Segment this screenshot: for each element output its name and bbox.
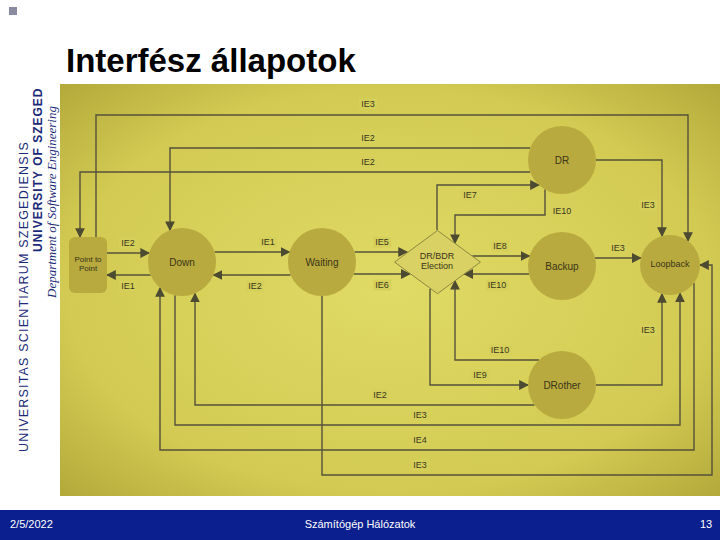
state-circle: Backup bbox=[528, 232, 596, 300]
event-label: IE3 bbox=[639, 325, 657, 336]
event-label: IE3 bbox=[411, 410, 429, 421]
department-name: Department of Software Engineering bbox=[45, 106, 58, 298]
transition-arrow bbox=[437, 185, 539, 230]
event-label: IE4 bbox=[411, 435, 429, 446]
transition-arrow bbox=[354, 273, 410, 274]
event-label: IE3 bbox=[609, 243, 627, 254]
event-label: IE2 bbox=[119, 238, 137, 249]
event-label: IE3 bbox=[639, 200, 657, 211]
transition-arrow bbox=[595, 257, 641, 258]
event-label: IE10 bbox=[486, 280, 509, 291]
diamond-fill bbox=[394, 230, 480, 293]
footer-bar bbox=[0, 510, 720, 540]
state-name: Backup bbox=[545, 261, 578, 272]
state-circle: DRother bbox=[528, 351, 596, 419]
event-label: IE10 bbox=[489, 345, 512, 356]
event-label: IE3 bbox=[411, 460, 429, 471]
transition-arrow bbox=[215, 251, 290, 252]
decision-diamond: DR/BDR Election bbox=[394, 230, 481, 294]
state-name: Waiting bbox=[306, 257, 339, 268]
transition-arrow bbox=[175, 293, 680, 425]
state-name: Down bbox=[169, 257, 195, 268]
node-text: Waiting bbox=[306, 257, 339, 268]
photo-ground bbox=[60, 84, 720, 496]
transition-arrow bbox=[472, 255, 529, 256]
event-label: IE7 bbox=[461, 190, 479, 201]
circle-fill bbox=[148, 228, 216, 296]
transition-arrow bbox=[213, 274, 290, 275]
transition-arrow bbox=[355, 251, 408, 252]
transition-arrow bbox=[170, 148, 530, 230]
node-text: DRother bbox=[543, 380, 580, 391]
event-label: IE1 bbox=[119, 281, 137, 292]
transition-arrow bbox=[596, 160, 662, 236]
slide-title: Interfész állapotok bbox=[66, 42, 356, 80]
circle-fill bbox=[528, 126, 596, 194]
state-circle: Waiting bbox=[288, 228, 356, 296]
state-name: Point to Point bbox=[72, 256, 104, 274]
bullet-square bbox=[9, 7, 17, 15]
page-number: 13 bbox=[700, 519, 712, 530]
state-name: DRother bbox=[543, 380, 580, 391]
node-text: DR/BDR Election bbox=[414, 252, 460, 272]
transition-arrow bbox=[455, 189, 545, 243]
event-label: IE2 bbox=[371, 390, 389, 401]
state-circle: Loopback bbox=[640, 235, 700, 295]
event-label: IE6 bbox=[373, 280, 391, 291]
transition-arrow bbox=[596, 294, 662, 385]
transition-arrow bbox=[107, 252, 149, 253]
footer-course: Számítógép Hálózatok bbox=[305, 519, 416, 530]
state-name: Loopback bbox=[650, 260, 689, 270]
node-text: Point to Point bbox=[72, 256, 104, 274]
transition-arrow bbox=[160, 283, 694, 450]
event-label: IE10 bbox=[551, 206, 574, 217]
circle-fill bbox=[640, 235, 700, 295]
event-label: IE8 bbox=[491, 241, 509, 252]
event-label: IE9 bbox=[471, 370, 489, 381]
transition-arrow bbox=[322, 265, 712, 475]
state-circle: Down bbox=[148, 228, 216, 296]
circle-fill bbox=[288, 228, 356, 296]
university-name: UNIVERSITY OF SZEGED bbox=[32, 88, 44, 252]
state-name: DR/BDR Election bbox=[414, 252, 460, 272]
footer-date: 2/5/2022 bbox=[10, 519, 53, 530]
transition-arrow bbox=[455, 281, 539, 360]
university-latin-name: UNIVERSITAS SCIENTIARUM SZEGEDIENSIS bbox=[18, 141, 31, 452]
node-text: Down bbox=[169, 257, 195, 268]
box-fill bbox=[69, 237, 107, 293]
transition-arrow bbox=[464, 273, 529, 274]
transition-arrow bbox=[80, 172, 530, 237]
state-box: Point to Point bbox=[69, 237, 107, 293]
state-circle: DR bbox=[528, 126, 596, 194]
node-text: Backup bbox=[545, 261, 578, 272]
transition-arrow bbox=[195, 293, 535, 405]
event-label: IE5 bbox=[373, 237, 391, 248]
circle-fill bbox=[528, 232, 596, 300]
event-label: IE2 bbox=[359, 157, 377, 168]
circle-fill bbox=[528, 351, 596, 419]
state-name: DR bbox=[555, 155, 569, 166]
transition-arrow bbox=[107, 274, 151, 275]
node-text: DR bbox=[555, 155, 569, 166]
event-label: IE1 bbox=[259, 237, 277, 248]
node-text: Loopback bbox=[650, 260, 689, 270]
transition-arrow bbox=[96, 115, 688, 241]
event-label: IE2 bbox=[246, 281, 264, 292]
transition-arrow bbox=[430, 289, 528, 385]
event-label: IE2 bbox=[359, 133, 377, 144]
event-label: IE3 bbox=[359, 99, 377, 110]
